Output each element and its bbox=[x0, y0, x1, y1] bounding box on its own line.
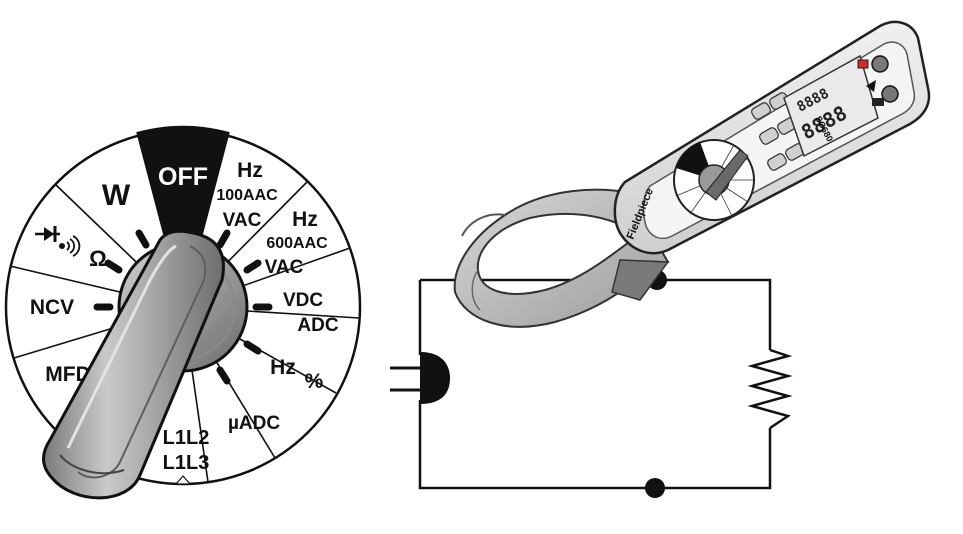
arrow-icon bbox=[866, 80, 876, 92]
label-percent: % bbox=[305, 370, 324, 393]
jack-indicator bbox=[857, 59, 869, 69]
label-600aac: 600AAC bbox=[266, 235, 328, 252]
label-l1l2: L1L2 bbox=[163, 427, 210, 449]
label-hz-percent: Hz bbox=[270, 356, 296, 379]
label-ncv: NCV bbox=[30, 296, 74, 319]
meter-button[interactable] bbox=[750, 101, 772, 120]
label-off: OFF bbox=[158, 163, 208, 191]
test-circuit bbox=[390, 270, 793, 498]
pointer-triangle-icon bbox=[174, 475, 192, 485]
test-jacks bbox=[857, 55, 899, 106]
diode-continuity-icon bbox=[35, 226, 81, 257]
resistor-icon bbox=[747, 348, 793, 430]
label-ohm: Ω bbox=[89, 246, 107, 271]
jack-label-block bbox=[872, 98, 884, 106]
label-hz-100: Hz bbox=[237, 159, 263, 182]
rotary-knob-handle[interactable] bbox=[42, 229, 225, 500]
clamp-meter: Fieldpiece bbox=[453, 20, 931, 328]
detent-ticks bbox=[93, 218, 273, 385]
label-watts: W bbox=[102, 179, 131, 212]
jack-com[interactable] bbox=[871, 55, 889, 73]
rotary-dial: OFF Hz 100AAC VAC Hz 600AAC VAC VDC ADC … bbox=[4, 125, 362, 500]
label-microamp-dc: µADC bbox=[228, 413, 280, 434]
meter-button[interactable] bbox=[766, 152, 788, 171]
label-adc: ADC bbox=[297, 315, 338, 336]
meter-button[interactable] bbox=[758, 126, 780, 145]
label-vac-600: VAC bbox=[265, 257, 304, 278]
label-mfd: MFD bbox=[45, 363, 91, 386]
off-sector bbox=[137, 125, 229, 308]
label-hz-600: Hz bbox=[292, 208, 318, 231]
meter-lcd: 8888 8888 SC680 bbox=[783, 54, 879, 158]
junction-node-icon bbox=[645, 478, 665, 498]
jack-volt[interactable] bbox=[881, 85, 899, 103]
label-vac-100: VAC bbox=[223, 210, 262, 231]
meter-mini-dial bbox=[673, 139, 755, 221]
plug-icon bbox=[390, 352, 450, 404]
label-vdc: VDC bbox=[283, 290, 323, 311]
label-l1l3: L1L3 bbox=[163, 452, 210, 474]
label-100aac: 100AAC bbox=[216, 187, 278, 204]
